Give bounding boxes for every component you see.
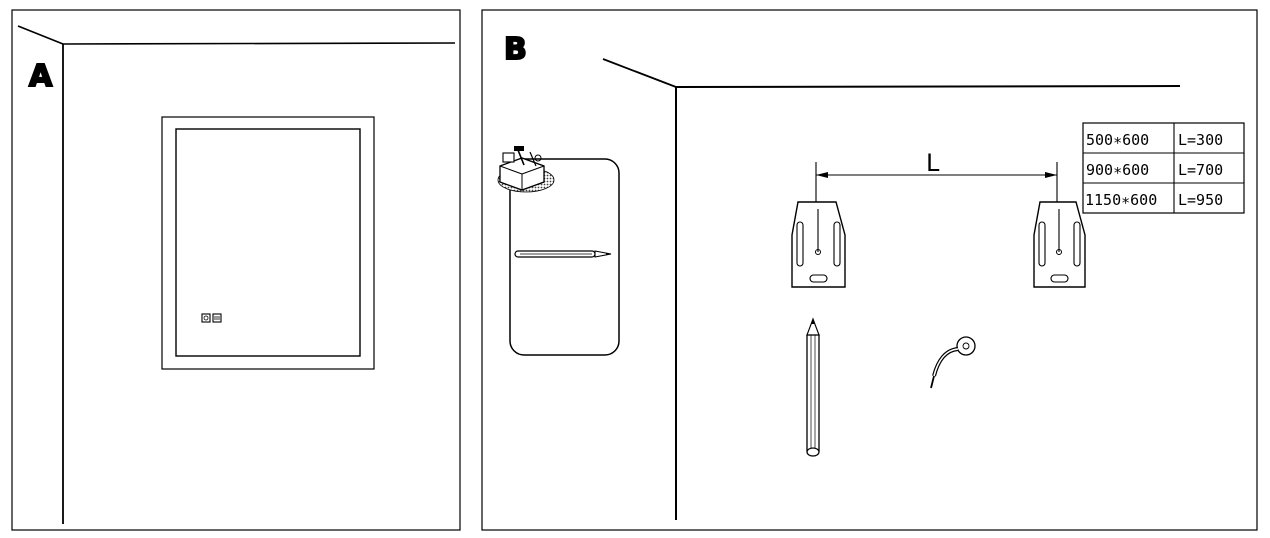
wall-corner-diagonal — [602, 58, 677, 88]
mirror — [161, 116, 375, 370]
mounting-bracket-icon — [791, 201, 846, 288]
table-row-size: 1150∗600 — [1085, 191, 1157, 209]
toolbox-icon — [497, 146, 555, 193]
mirror-inner-frame — [175, 128, 361, 357]
pencil-icon — [806, 317, 820, 457]
panel-a-label: A — [29, 59, 53, 94]
hook-icon — [930, 336, 976, 389]
mirror-outer-frame — [161, 116, 375, 370]
ceiling-line — [675, 85, 1181, 88]
pencil-icon — [514, 250, 612, 258]
mounting-bracket-icon — [1033, 201, 1086, 288]
panel-b-label: B — [504, 32, 527, 67]
wall-corner-diagonal — [17, 25, 64, 45]
table-row-length: L=950 — [1178, 191, 1223, 209]
table-row-size: 900∗600 — [1086, 161, 1149, 179]
panel-a-frame — [11, 9, 461, 531]
panel-b: B — [481, 9, 1258, 531]
ceiling-line — [62, 42, 456, 45]
tool-card — [497, 146, 620, 356]
touch-switch-icon — [201, 313, 222, 323]
size-table: 500∗600 L=300 900∗600 L=700 1150∗600 L=9… — [1082, 122, 1245, 214]
panel-a: A — [11, 9, 461, 531]
table-row-length: L=300 — [1178, 131, 1223, 149]
table-row-length: L=700 — [1178, 161, 1223, 179]
panel-b-frame — [481, 9, 1258, 531]
table-row-size: 500∗600 — [1086, 131, 1149, 149]
dimension-label: L — [926, 149, 940, 177]
dimension-indicator — [815, 162, 1058, 203]
